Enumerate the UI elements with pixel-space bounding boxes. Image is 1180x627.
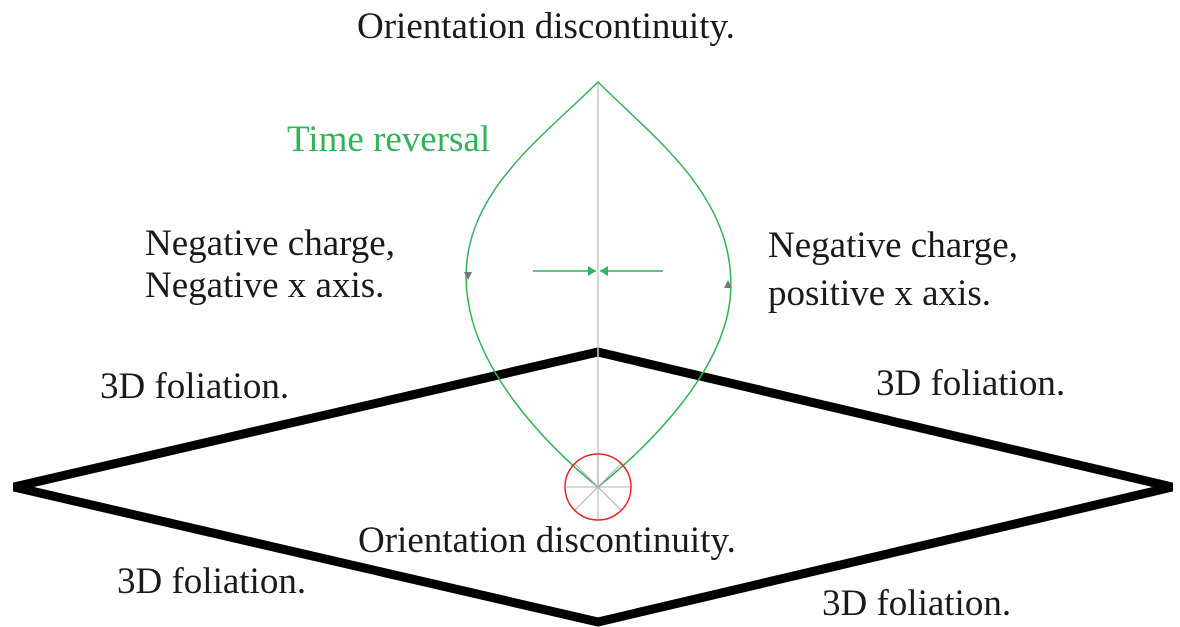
left-orientation-marker (464, 272, 472, 280)
time-reversal-label: Time reversal (287, 119, 491, 160)
left-charge-label-line2: Negative x axis. (145, 265, 385, 306)
foliation-label-upper-left: 3D foliation. (100, 366, 290, 407)
right-charge-label-line1: Negative charge, (768, 225, 1018, 266)
bottom-discontinuity-label: Orientation discontinuity. (358, 520, 736, 561)
left-charge-label-line1: Negative charge, (145, 223, 395, 264)
top-discontinuity-label: Orientation discontinuity. (357, 6, 735, 47)
foliation-label-upper-right: 3D foliation. (876, 363, 1066, 404)
right-orientation-marker (724, 280, 732, 288)
foliation-label-lower-left: 3D foliation. (117, 561, 307, 602)
foliation-label-lower-right: 3D foliation. (822, 583, 1012, 624)
discontinuity-point (564, 453, 632, 521)
foliation-diamond (12, 347, 1174, 627)
center-inward-arrows (533, 266, 663, 276)
right-charge-label-line2: positive x axis. (768, 273, 992, 314)
